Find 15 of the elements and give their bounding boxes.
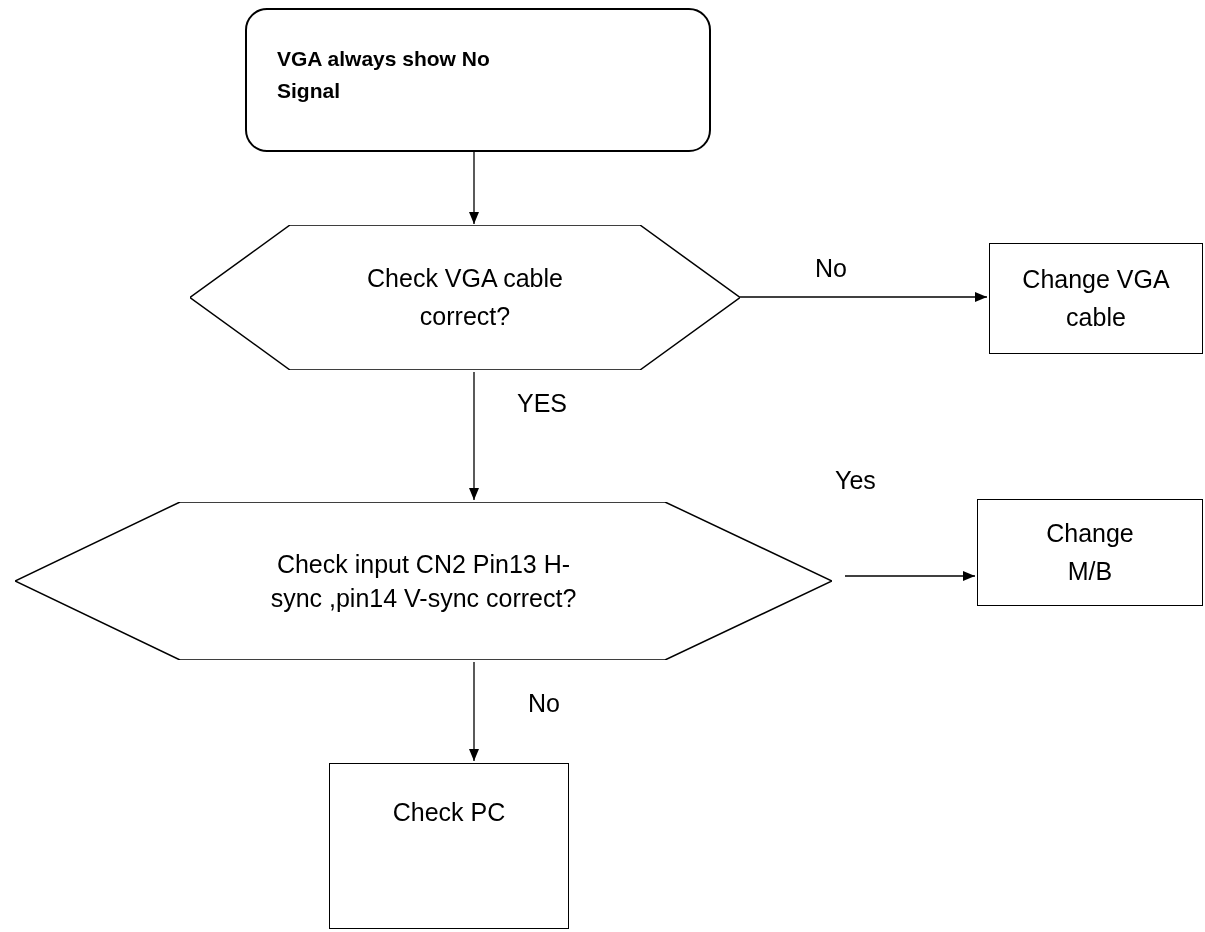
arrow (469, 151, 479, 225)
node-label: Check PC (392, 797, 506, 828)
node-label: Check VGA cable correct? (366, 263, 564, 332)
node-label: Change M/B (1045, 518, 1135, 587)
node-label: Check input CN2 Pin13 H-sync ,pin14 V-sync correct? (269, 549, 578, 614)
node-label: VGA always show No Signal (277, 46, 491, 104)
arrow (469, 661, 479, 762)
process-box (977, 499, 1203, 606)
process-box (329, 763, 569, 929)
process-box (989, 243, 1203, 354)
arrow (739, 292, 988, 302)
arrow (469, 371, 479, 501)
arrow (844, 571, 976, 581)
start-box (245, 8, 711, 152)
node-label: Change VGA cable (1021, 264, 1171, 333)
